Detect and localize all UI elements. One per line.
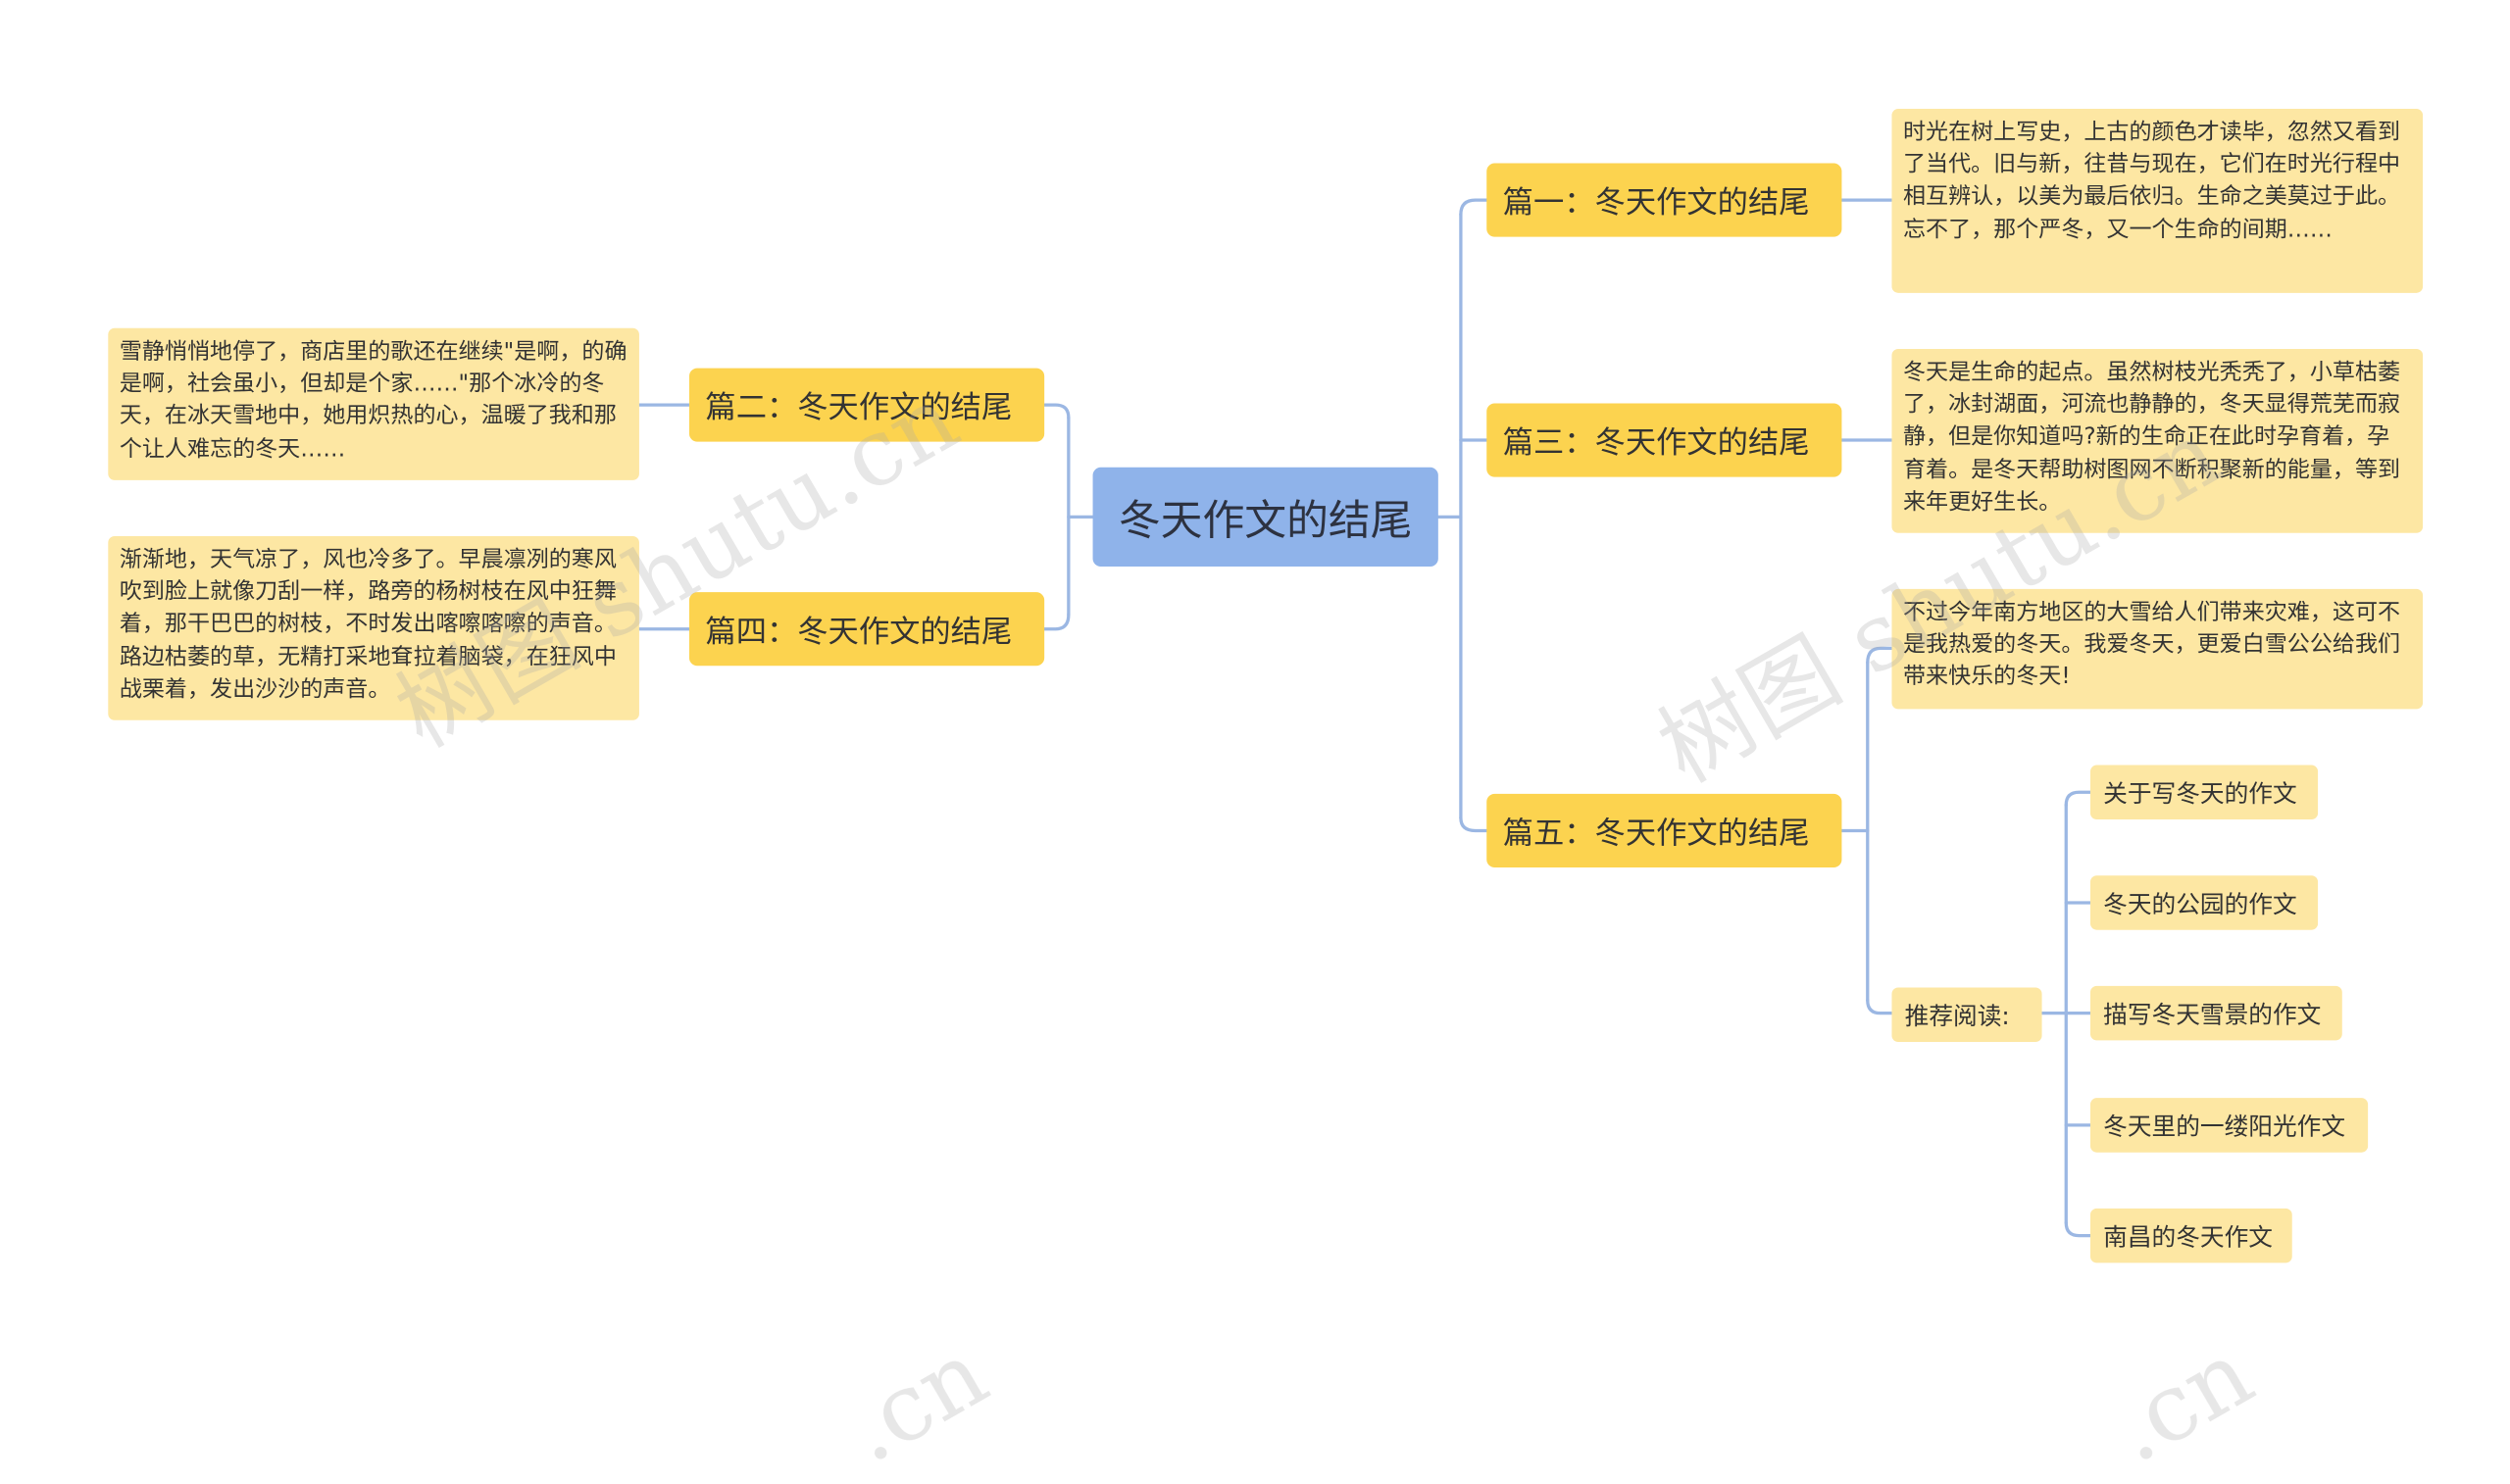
- branch-5-text-content: 不过今年南方地区的大雪给人们带来灾难，这可不是我热爱的冬天。我爱冬天，更爱白雪公…: [1902, 600, 2401, 691]
- recommend-item-4-label: 冬天里的一缕阳光作文: [2103, 1112, 2346, 1141]
- recommend-item-5[interactable]: 南昌的冬天作文: [2089, 1208, 2292, 1263]
- branch-5-text[interactable]: 不过今年南方地区的大雪给人们带来灾难，这可不是我热爱的冬天。我爱冬天，更爱白雪公…: [1891, 588, 2424, 710]
- branch-topic-3[interactable]: 篇三：冬天作文的结尾: [1486, 403, 1842, 477]
- branch-topic-1[interactable]: 篇一：冬天作文的结尾: [1486, 163, 1842, 237]
- branch-topic-5[interactable]: 篇五：冬天作文的结尾: [1486, 793, 1842, 868]
- connector-to-branch-5-text: [1866, 646, 1894, 665]
- branch-topic-3-label: 篇三：冬天作文的结尾: [1502, 424, 1810, 461]
- root-topic[interactable]: 冬天作文的结尾: [1092, 467, 1438, 568]
- recommend-item-3-label: 描写冬天雪景的作文: [2103, 999, 2322, 1029]
- branch-2-text-content: 雪静悄悄地停了，商店里的歌还在继续"是啊，的确是啊，社会虽小，但却是个家……"那…: [119, 339, 628, 463]
- connector-lines: [637, 198, 2092, 1238]
- branch-4-text[interactable]: 渐渐地，天气凉了，风也冷多了。早晨凛冽的寒风吹到脸上就像刀刮一样，路旁的杨树枝在…: [108, 536, 639, 720]
- mindmap-canvas: 冬天作文的结尾 篇一：冬天作文的结尾 时光在树上写史，上古的颜色才读毕，忽然又看…: [108, 109, 2424, 1484]
- recommend-label-node[interactable]: 推荐阅读:: [1891, 987, 2042, 1043]
- recommend-item-3[interactable]: 描写冬天雪景的作文: [2089, 985, 2342, 1041]
- connector-to-branch-5: [1459, 816, 1488, 833]
- branch-topic-2-label: 篇二：冬天作文的结尾: [705, 389, 1013, 425]
- recommend-item-4[interactable]: 冬天里的一缕阳光作文: [2089, 1098, 2369, 1153]
- branch-3-text[interactable]: 冬天是生命的起点。虽然树枝光秃秃了，小草枯萎了，冰封湖面，河流也静静的，冬天显得…: [1891, 348, 2424, 533]
- connector-to-recommend: [1866, 998, 1894, 1015]
- recommend-item-5-label: 南昌的冬天作文: [2103, 1221, 2274, 1252]
- branch-3-text-content: 冬天是生命的起点。虽然树枝光秃秃了，小草枯萎了，冰封湖面，河流也静静的，冬天显得…: [1902, 360, 2401, 516]
- branch-topic-5-label: 篇五：冬天作文的结尾: [1502, 815, 1810, 851]
- recommend-label: 推荐阅读:: [1904, 1001, 2010, 1030]
- connector-to-item-5: [2064, 1220, 2092, 1238]
- branch-1-text-content: 时光在树上写史，上古的颜色才读毕，忽然又看到了当代。旧与新，往昔与现在，它们在时…: [1902, 120, 2401, 243]
- connector-to-branch-4: [1042, 613, 1071, 631]
- recommend-item-1[interactable]: 关于写冬天的作文: [2089, 765, 2319, 820]
- recommend-item-2-label: 冬天的公园的作文: [2103, 889, 2297, 918]
- connector-to-item-1: [2064, 790, 2092, 807]
- branch-1-text[interactable]: 时光在树上写史，上古的颜色才读毕，忽然又看到了当代。旧与新，往昔与现在，它们在时…: [1891, 109, 2424, 293]
- branch-topic-4-label: 篇四：冬天作文的结尾: [705, 614, 1013, 650]
- connector-to-branch-1: [1459, 198, 1488, 217]
- branch-topic-2[interactable]: 篇二：冬天作文的结尾: [688, 368, 1045, 442]
- branch-2-text[interactable]: 雪静悄悄地停了，商店里的歌还在继续"是啊，的确是啊，社会虽小，但却是个家……"那…: [108, 327, 639, 480]
- recommend-item-1-label: 关于写冬天的作文: [2103, 778, 2297, 808]
- branch-topic-4[interactable]: 篇四：冬天作文的结尾: [688, 592, 1045, 667]
- connector-to-branch-2: [1042, 403, 1071, 420]
- branch-topic-1-label: 篇一：冬天作文的结尾: [1502, 184, 1810, 221]
- root-topic-label: 冬天作文的结尾: [1118, 497, 1413, 546]
- recommend-item-2[interactable]: 冬天的公园的作文: [2089, 875, 2319, 930]
- branch-4-text-content: 渐渐地，天气凉了，风也冷多了。早晨凛冽的寒风吹到脸上就像刀刮一样，路旁的杨树枝在…: [119, 547, 617, 703]
